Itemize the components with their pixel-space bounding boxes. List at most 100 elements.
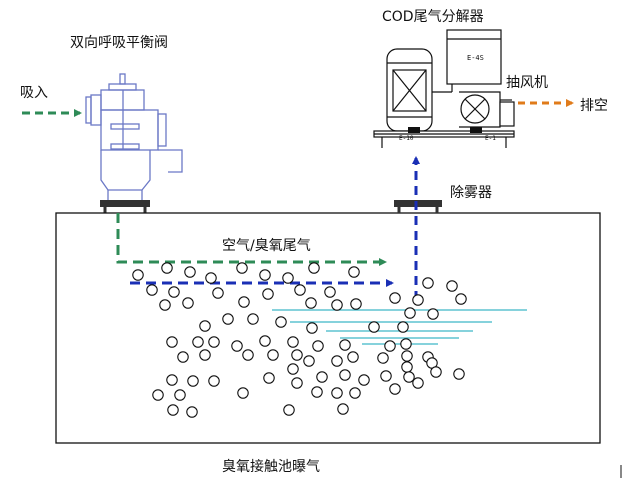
bubble — [453, 368, 465, 380]
bubble — [347, 351, 359, 363]
bubble — [308, 262, 320, 274]
bubble — [182, 297, 194, 309]
bubble — [311, 386, 323, 398]
bubble — [283, 404, 295, 416]
tank-tag: E-4S — [467, 54, 484, 62]
bubble — [316, 371, 328, 383]
bubble — [291, 377, 303, 389]
bubble — [384, 340, 396, 352]
bubble — [199, 349, 211, 361]
bubble — [339, 339, 351, 351]
bubble — [422, 277, 434, 289]
bubble — [247, 313, 259, 325]
bubble — [152, 389, 164, 401]
bubble — [389, 383, 401, 395]
bubble — [275, 316, 287, 328]
breathing-valve — [85, 73, 183, 200]
bubble — [177, 351, 189, 363]
bubble — [161, 262, 173, 274]
bubble — [348, 266, 360, 278]
cod-decomposer — [373, 29, 515, 148]
bubble — [208, 336, 220, 348]
bubble — [168, 286, 180, 298]
bubble — [167, 404, 179, 416]
bubble — [331, 355, 343, 367]
bubble — [403, 371, 415, 383]
bubble — [412, 377, 424, 389]
bubble — [166, 374, 178, 386]
valve-flange — [100, 200, 150, 207]
bubble — [303, 355, 315, 367]
bubble — [331, 299, 343, 311]
bubble — [368, 321, 380, 333]
bubble — [192, 336, 204, 348]
aeration-tank — [55, 212, 601, 444]
bubble — [377, 352, 389, 364]
bubble — [267, 349, 279, 361]
bubble — [446, 280, 458, 292]
cod-decomposer-label: COD尾气分解器 — [382, 9, 484, 25]
bubble — [324, 286, 336, 298]
bubble — [282, 272, 294, 284]
bubble — [238, 296, 250, 308]
bubble — [132, 269, 144, 281]
bubble — [166, 336, 178, 348]
bubble — [312, 340, 324, 352]
demister-label: 除雾器 — [450, 185, 492, 201]
bubble — [237, 387, 249, 399]
fan-label: 抽风机 — [506, 75, 548, 91]
bubble — [358, 374, 370, 386]
bubble — [337, 403, 349, 415]
fan-tag: E-1 — [485, 135, 496, 142]
bubble — [287, 336, 299, 348]
bubble — [262, 288, 274, 300]
bubble — [236, 262, 248, 274]
bubble — [259, 335, 271, 347]
bubble — [242, 349, 254, 361]
bubble — [401, 361, 413, 373]
flow-label: 空气/臭氧尾气 — [222, 238, 311, 254]
bubble — [184, 266, 196, 278]
bubble — [159, 299, 171, 311]
bubble — [263, 372, 275, 384]
bubble — [287, 363, 299, 375]
bubble — [208, 375, 220, 387]
bubble — [146, 284, 158, 296]
air-flow-path — [116, 213, 387, 266]
bubble — [401, 350, 413, 362]
bubble — [187, 375, 199, 387]
tower-tag: E-10 — [399, 135, 414, 142]
bubble — [199, 320, 211, 332]
bubble — [331, 387, 343, 399]
tank-label: 臭氧接触池曝气 — [222, 458, 320, 475]
bubble — [222, 313, 234, 325]
bubble — [305, 297, 317, 309]
bubble — [430, 366, 442, 378]
bubble — [350, 298, 362, 310]
bubble — [205, 272, 217, 284]
demister — [394, 200, 442, 213]
bubble — [389, 292, 401, 304]
bubble — [294, 284, 306, 296]
bubble — [380, 370, 392, 382]
bubble — [231, 340, 243, 352]
bubble — [427, 308, 439, 320]
exhaust-label: 排空 — [580, 98, 608, 114]
bubble — [306, 322, 318, 334]
bubble — [404, 307, 416, 319]
aeration-bubbles — [132, 262, 467, 418]
bubble — [397, 321, 409, 333]
bubble — [339, 369, 351, 381]
inlet-label: 吸入 — [20, 85, 48, 101]
valve-label: 双向呼吸平衡阀 — [70, 35, 168, 51]
bubble — [400, 338, 412, 350]
bubble — [212, 287, 224, 299]
bubble — [412, 294, 424, 306]
bubble — [291, 349, 303, 361]
bubble — [259, 269, 271, 281]
bubble — [349, 387, 361, 399]
bubble — [174, 389, 186, 401]
bubble — [455, 293, 467, 305]
bubble — [186, 406, 198, 418]
